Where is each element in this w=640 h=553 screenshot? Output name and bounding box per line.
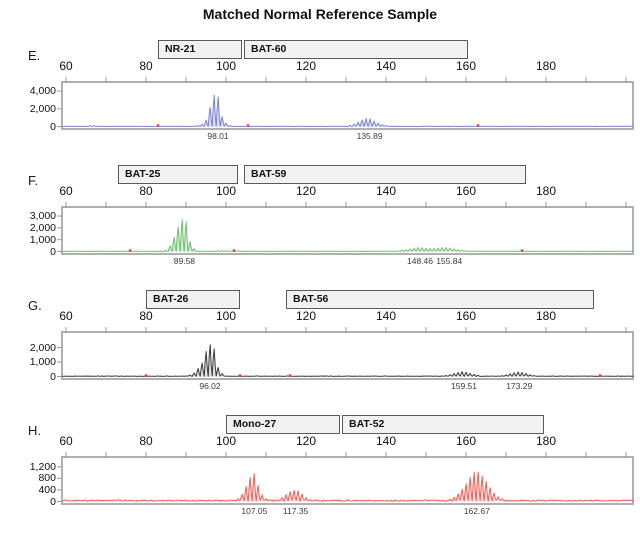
electropherogram-trace-svg — [57, 327, 634, 380]
size-standard-dot — [144, 374, 148, 377]
peak-size-label: 89.58 — [173, 256, 196, 266]
x-axis-tick-label: 80 — [139, 184, 153, 198]
peak-size-label: 155.84 — [436, 256, 463, 266]
y-axis-tick-label: 0 — [50, 120, 56, 133]
marker-name-label: BAT-60 — [251, 43, 287, 55]
panel-g: G. BAT-26 BAT-56 60 80 100 120 140 160 180 2,000 1,… — [0, 288, 640, 413]
x-axis-tick-label: 60 — [59, 184, 73, 198]
size-standard-dot — [520, 249, 524, 252]
x-axis-tick-label: 80 — [139, 309, 153, 323]
size-standard-dot — [238, 374, 242, 377]
peak-size-label: 135.89 — [356, 131, 383, 141]
y-axis-tick-label: 0 — [50, 370, 56, 383]
y-axis-tick-label: 2,000 — [29, 341, 56, 354]
y-axis-tick-label: 400 — [38, 483, 56, 496]
size-standard-dot — [476, 124, 480, 127]
peak-size-label: 173.29 — [506, 381, 533, 391]
y-axis-tick-label: 0 — [50, 495, 56, 508]
x-axis-tick-label: 80 — [139, 434, 153, 448]
marker-name-label: NR-21 — [165, 43, 196, 55]
peak-size-label: 159.51 — [451, 381, 477, 391]
marker-range-box: NR-21 — [158, 40, 242, 59]
x-axis-tick-label: 100 — [215, 309, 237, 323]
y-axis-tick-label: 2,000 — [29, 221, 56, 234]
x-axis-tick-label: 140 — [375, 59, 397, 73]
peak-size-label: 107.05 — [241, 506, 268, 516]
y-axis-tick-label: 0 — [50, 245, 56, 258]
plot-area — [61, 206, 634, 255]
marker-name-label: Mono-27 — [233, 418, 277, 430]
x-axis-tick-label: 140 — [375, 309, 397, 323]
marker-range-box: BAT-52 — [342, 415, 544, 434]
y-axis-tick-label: 800 — [38, 472, 56, 485]
trace-path — [61, 219, 634, 252]
panel-label: G. — [28, 298, 42, 313]
y-axis-tick-label: 4,000 — [29, 85, 56, 98]
marker-range-box: BAT-56 — [286, 290, 594, 309]
marker-name-label: BAT-52 — [349, 418, 385, 430]
x-axis-tick-label: 160 — [455, 184, 477, 198]
trace-path — [61, 344, 634, 377]
marker-range-box: BAT-26 — [146, 290, 240, 309]
peak-size-label: 96.02 — [199, 381, 221, 391]
x-axis-tick-label: 180 — [535, 184, 557, 198]
x-axis-tick-label: 140 — [375, 184, 397, 198]
size-standard-dot — [232, 249, 236, 252]
marker-range-box: Mono-27 — [226, 415, 340, 434]
size-standard-dot — [598, 374, 602, 377]
marker-name-label: BAT-25 — [125, 168, 161, 180]
x-axis-tick-label: 120 — [295, 309, 317, 323]
y-axis-tick-label: 1,200 — [29, 460, 56, 473]
x-axis-tick-label: 160 — [455, 309, 477, 323]
marker-range-box: BAT-59 — [244, 165, 526, 184]
x-axis-tick-label: 120 — [295, 184, 317, 198]
marker-name-label: BAT-56 — [293, 293, 329, 305]
x-axis-tick-label: 180 — [535, 309, 557, 323]
x-axis-tick-label: 120 — [295, 59, 317, 73]
x-axis-tick-label: 180 — [535, 434, 557, 448]
marker-range-box: BAT-60 — [244, 40, 468, 59]
y-axis-tick-label: 1,000 — [29, 356, 56, 369]
trace-path — [61, 471, 634, 502]
x-axis-tick-label: 160 — [455, 434, 477, 448]
y-axis-tick-label: 2,000 — [29, 102, 56, 115]
x-axis-tick-label: 60 — [59, 309, 73, 323]
peak-size-label: 162.67 — [463, 506, 490, 516]
x-axis-tick-label: 60 — [59, 59, 73, 73]
peak-size-label: 98.01 — [207, 131, 229, 141]
size-standard-dot — [128, 249, 132, 252]
x-axis-tick-label: 100 — [215, 434, 237, 448]
x-axis-tick-label: 100 — [215, 59, 237, 73]
size-standard-dot — [246, 124, 250, 127]
marker-range-box: BAT-25 — [118, 165, 238, 184]
electropherogram-trace-svg — [57, 77, 634, 130]
panel-label: E. — [28, 48, 41, 63]
electropherogram-trace-svg — [57, 452, 634, 505]
plot-area — [61, 331, 634, 380]
panel-label: H. — [28, 423, 41, 438]
x-axis-tick-label: 60 — [59, 434, 73, 448]
y-axis-tick-label: 1,000 — [29, 233, 56, 246]
panel-e: E. NR-21 BAT-60 60 80 100 120 140 160 180 4,000 2,0… — [0, 38, 640, 163]
size-standard-dot — [156, 124, 160, 127]
marker-name-label: BAT-59 — [251, 168, 287, 180]
panel-label: F. — [28, 173, 39, 188]
figure-title: Matched Normal Reference Sample — [202, 6, 438, 22]
plot-area — [61, 456, 634, 505]
x-axis-tick-label: 100 — [215, 184, 237, 198]
x-axis-tick-label: 80 — [139, 59, 153, 73]
y-axis-tick-label: 3,000 — [29, 210, 56, 223]
x-axis-tick-label: 180 — [535, 59, 557, 73]
plot-area — [61, 81, 634, 130]
x-axis-tick-label: 160 — [455, 59, 477, 73]
size-standard-dot — [288, 374, 292, 377]
peak-size-label: 148.46 — [407, 256, 433, 266]
x-axis-tick-label: 140 — [375, 434, 397, 448]
peak-size-label: 117.35 — [282, 506, 309, 516]
marker-name-label: BAT-26 — [153, 293, 189, 305]
x-axis-tick-label: 120 — [295, 434, 317, 448]
electropherogram-trace-svg — [57, 202, 634, 255]
